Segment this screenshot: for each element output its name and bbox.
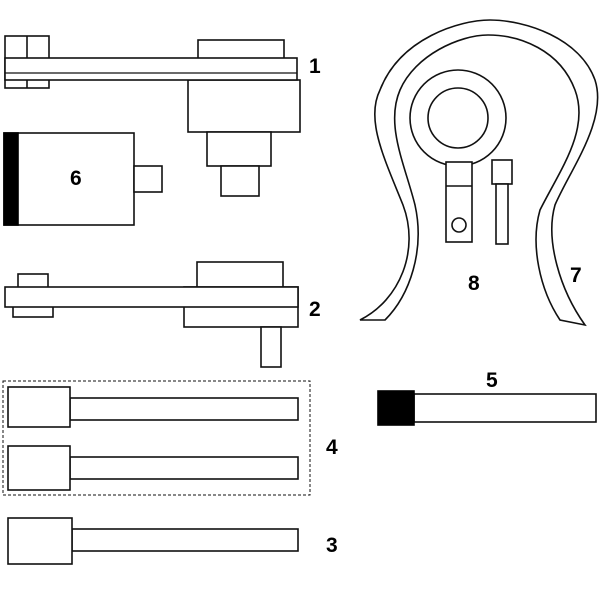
tool-2-ratchet-wrench (4, 261, 299, 368)
tool-5-black-cap (377, 390, 415, 426)
tool-1-ratchet-wrench (4, 35, 301, 197)
tool-3-head (7, 517, 73, 565)
tool-5-shaft (413, 393, 597, 423)
tool-1-head-cap (197, 39, 285, 61)
tool-2-handle (4, 286, 299, 308)
tool-3-shaft (71, 528, 299, 552)
tool-1-socket (206, 131, 272, 167)
tool-1-drive (220, 165, 260, 197)
tool-6-block (3, 132, 163, 226)
tool-4-pin-b-shaft (69, 456, 299, 480)
label-3: 3 (326, 534, 338, 557)
label-7: 7 (570, 264, 582, 287)
tool-4-pin-b-head (7, 445, 71, 491)
tool-8-pin-head (491, 159, 513, 185)
tool-4-pin-a-shaft (69, 397, 299, 421)
tool-6-black-end (3, 132, 19, 226)
tool-3-pin (7, 517, 299, 565)
tool-1-handle (4, 57, 298, 81)
tool-7-holding-tool (359, 19, 599, 327)
tool-4-group-border (2, 380, 311, 496)
tool-8-inner-ring (427, 87, 489, 149)
tool-8-pivot-hole (451, 217, 467, 233)
tool-8-pin (495, 183, 509, 245)
tool-2-left-cap (17, 273, 49, 289)
label-6: 6 (70, 167, 82, 190)
tool-4-pin-a-head (7, 386, 71, 428)
tool-7-frame (359, 19, 599, 327)
tool-6-nub (133, 165, 163, 193)
label-2: 2 (309, 298, 321, 321)
tool-6-body (3, 132, 135, 226)
tool-2-head-cap (196, 261, 284, 291)
tool-2-drive (260, 326, 282, 368)
label-4: 4 (326, 436, 338, 459)
tool-4-pin-a (7, 386, 299, 428)
label-8: 8 (468, 272, 480, 295)
label-5: 5 (486, 369, 498, 392)
label-1: 1 (309, 55, 321, 78)
tool-4-pin-b (7, 445, 299, 491)
tool-1-head-body (187, 79, 301, 133)
tool-5-rod (377, 390, 597, 426)
